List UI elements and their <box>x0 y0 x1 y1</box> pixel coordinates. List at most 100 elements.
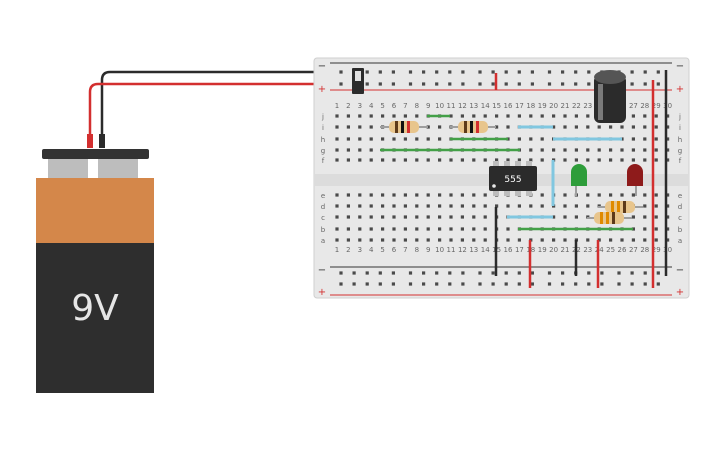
breadboard-hole <box>643 137 647 141</box>
electrolytic-capacitor[interactable] <box>594 70 626 123</box>
column-number: 13 <box>469 246 478 254</box>
breadboard-hole <box>552 238 556 242</box>
resistor-3[interactable] <box>598 201 643 213</box>
column-number: 19 <box>538 246 547 254</box>
slide-switch[interactable] <box>352 68 364 94</box>
column-number: 2 <box>346 246 350 254</box>
breadboard-hole <box>654 193 658 197</box>
capacitor-stripe <box>598 84 603 120</box>
breadboard-hole <box>666 137 670 141</box>
column-number: 17 <box>515 246 524 254</box>
breadboard-hole <box>654 114 658 118</box>
breadboard-hole <box>438 204 442 208</box>
rail-bottom-minus-label-right: − <box>676 265 684 276</box>
breadboard-hole <box>403 193 407 197</box>
rail-hole <box>408 282 413 286</box>
breadboard-hole <box>426 204 430 208</box>
chip-pin-bottom-4 <box>526 190 532 196</box>
breadboard-hole <box>335 125 339 129</box>
row-label: g <box>321 147 325 155</box>
breadboard-hole <box>392 158 396 162</box>
breadboard-hole <box>415 204 419 208</box>
breadboard-hole <box>335 148 339 152</box>
column-number: 5 <box>380 102 384 110</box>
rail-hole <box>339 70 343 74</box>
resistor-2[interactable] <box>450 121 496 133</box>
row-label: j <box>321 113 324 121</box>
breadboard-hole <box>563 193 567 197</box>
rail-hole <box>435 70 439 74</box>
breadboard-hole <box>597 125 601 129</box>
column-number: 19 <box>538 102 547 110</box>
column-number: 29 <box>652 246 661 254</box>
rail-hole <box>517 271 521 275</box>
column-number: 4 <box>369 102 374 110</box>
rail-hole <box>517 70 521 74</box>
resistor-1[interactable] <box>380 121 428 133</box>
led-green[interactable] <box>571 164 587 196</box>
breadboard-hole <box>620 158 624 162</box>
breadboard-hole <box>631 114 635 118</box>
rail-hole <box>339 82 343 86</box>
row-label: c <box>321 214 325 222</box>
timer-555-chip[interactable]: 555 <box>489 161 537 196</box>
rail-hole <box>478 82 482 86</box>
breadboard-hole <box>472 238 476 242</box>
row-label: g <box>678 147 682 155</box>
breadboard-hole <box>346 114 350 118</box>
resistor-1-band-1 <box>395 121 398 133</box>
resistor-4[interactable] <box>587 212 632 224</box>
row-label: d <box>321 203 325 211</box>
breadboard-hole <box>529 137 533 141</box>
breadboard-hole <box>335 204 339 208</box>
breadboard-hole <box>563 125 567 129</box>
rail-hole <box>656 271 660 275</box>
battery-lead-black <box>100 70 345 140</box>
switch-lever[interactable] <box>355 71 361 81</box>
breadboard-hole <box>346 227 350 231</box>
breadboard-hole <box>346 137 350 141</box>
row-label: a <box>321 237 325 245</box>
led-red[interactable] <box>627 164 643 196</box>
breadboard-hole <box>392 227 396 231</box>
breadboard-hole <box>381 238 385 242</box>
breadboard-hole <box>392 204 396 208</box>
breadboard-hole <box>449 204 453 208</box>
breadboard-hole <box>335 158 339 162</box>
breadboard-hole <box>666 238 670 242</box>
resistor-3-band-2 <box>617 201 620 213</box>
breadboard-hole <box>403 227 407 231</box>
breadboard-hole <box>358 114 362 118</box>
breadboard-hole <box>483 227 487 231</box>
breadboard-hole <box>381 193 385 197</box>
rail-hole <box>504 82 508 86</box>
breadboard-hole <box>426 193 430 197</box>
rail-hole <box>504 70 508 74</box>
chip-notch <box>492 184 496 188</box>
rail-hole <box>600 271 604 275</box>
column-number: 10 <box>435 102 444 110</box>
breadboard-hole <box>335 238 339 242</box>
breadboard-hole <box>643 148 647 152</box>
rail-hole <box>461 82 465 86</box>
breadboard-hole <box>609 238 613 242</box>
rail-hole <box>491 82 495 86</box>
breadboard-hole <box>620 125 624 129</box>
breadboard-hole <box>358 215 362 219</box>
breadboard-hole <box>620 238 624 242</box>
column-number: 14 <box>481 102 490 110</box>
breadboard-hole <box>631 148 635 152</box>
breadboard-hole <box>529 158 533 162</box>
breadboard-hole <box>426 227 430 231</box>
column-number: 23 <box>583 246 592 254</box>
column-number: 1 <box>335 102 339 110</box>
column-number: 10 <box>435 246 444 254</box>
breadboard-hole <box>369 114 373 118</box>
breadboard-hole <box>495 158 499 162</box>
breadboard-hole <box>620 193 624 197</box>
breadboard-hole <box>506 114 510 118</box>
rail-hole <box>643 70 647 74</box>
breadboard-hole <box>643 125 647 129</box>
battery-9v[interactable]: 9V <box>36 134 154 393</box>
